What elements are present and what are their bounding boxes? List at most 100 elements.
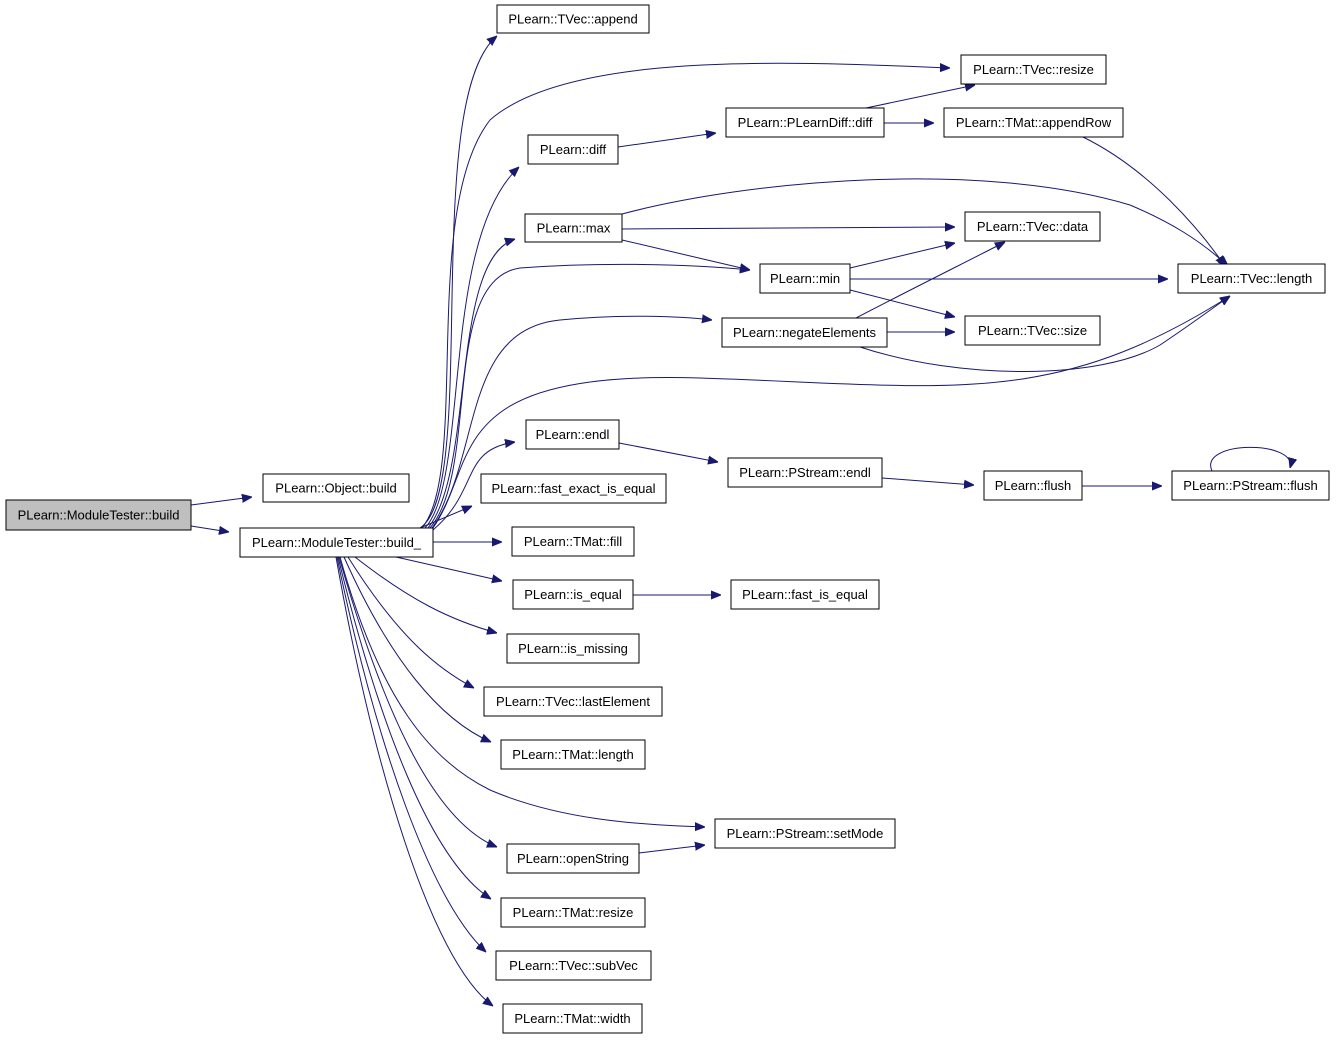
edge-negate-to-tvec_data (855, 242, 1005, 319)
node-pstream-setMode[interactable]: PLearn::PStream::setMode (714, 818, 896, 849)
node-box (496, 4, 650, 34)
edge-pldiff_diff-to-tvec_resize (865, 85, 975, 109)
node-is-equal[interactable]: PLearn::is_equal (512, 579, 634, 610)
node-box (239, 527, 434, 558)
edge-openString-to-pstream_setMode (638, 845, 705, 854)
node-pstream-flush[interactable]: PLearn::PStream::flush (1171, 470, 1330, 501)
edge-mt_build_-to-tvec_resize (421, 62, 950, 529)
node-label: PLearn::TMat::fill (524, 534, 622, 549)
node-tvec-data[interactable]: PLearn::TVec::data (964, 211, 1101, 242)
node-label: PLearn::ModuleTester::build (18, 508, 180, 523)
node-label: PLearn::TVec::subVec (509, 958, 638, 973)
node-tvec-length[interactable]: PLearn::TVec::length (1177, 263, 1326, 294)
node-label: PLearn::is_missing (518, 641, 628, 656)
edge-diff-to-pldiff_diff (617, 133, 716, 148)
node-box (527, 134, 619, 165)
node-label: PLearn::TVec::size (978, 323, 1087, 338)
node-box (983, 470, 1083, 501)
edge-mt_build_-to-openString (338, 556, 497, 847)
node-tmat-fill[interactable]: PLearn::TMat::fill (511, 526, 635, 557)
node-min[interactable]: PLearn::min (759, 263, 851, 294)
node-box (5, 499, 192, 531)
node-label: PLearn::TMat::appendRow (956, 115, 1112, 130)
node-box (495, 950, 652, 981)
node-label: PLearn::TVec::append (508, 12, 637, 27)
node-tmat-resize[interactable]: PLearn::TMat::resize (500, 897, 646, 928)
node-max[interactable]: PLearn::max (524, 213, 623, 243)
node-is-missing[interactable]: PLearn::is_missing (506, 633, 640, 664)
node-box (730, 579, 880, 610)
node-box (480, 473, 667, 504)
node-box (506, 633, 640, 664)
node-label: PLearn::openString (517, 851, 629, 866)
edge-endl-to-pstream_endl (618, 442, 718, 462)
node-label: PLearn::PStream::setMode (727, 826, 884, 841)
node-box (500, 897, 646, 928)
edge-negate-to-tvec_length (859, 296, 1230, 372)
node-tvec-last[interactable]: PLearn::TVec::lastElement (483, 686, 663, 717)
node-label: PLearn::TVec::lastElement (496, 694, 650, 709)
node-mt-build-[interactable]: PLearn::ModuleTester::build_ (239, 527, 434, 558)
node-fast-exact[interactable]: PLearn::fast_exact_is_equal (480, 473, 667, 504)
nodes-layer: PLearn::ModuleTester::build PLearn::Objec… (5, 4, 1330, 1034)
edge-mt_build_-to-diff (424, 167, 519, 529)
edge-mt_build-to-mt_build_ (190, 525, 229, 532)
node-tmat-width[interactable]: PLearn::TMat::width (502, 1003, 643, 1034)
node-label: PLearn::TVec::resize (973, 62, 1094, 77)
node-box (500, 739, 646, 770)
node-openString[interactable]: PLearn::openString (506, 843, 640, 874)
node-box (759, 263, 851, 294)
node-box (512, 579, 634, 610)
edge-mt_build_-to-tmat_width (335, 556, 493, 1006)
edge-mt_build_-to-tvec_subVec (336, 556, 486, 952)
node-tvec-resize[interactable]: PLearn::TVec::resize (960, 54, 1107, 85)
edge-max-to-min (621, 239, 750, 270)
edge-mt_build_-to-min (429, 263, 750, 529)
node-label: PLearn::TMat::length (512, 747, 633, 762)
node-pstream-endl[interactable]: PLearn::PStream::endl (727, 457, 883, 488)
edges-layer (190, 36, 1290, 1006)
node-mt-build[interactable]: PLearn::ModuleTester::build (5, 499, 192, 531)
node-obj-build[interactable]: PLearn::Object::build (262, 473, 410, 503)
node-label: PLearn::negateElements (733, 325, 877, 340)
node-box (964, 211, 1101, 242)
node-box (714, 818, 896, 849)
edge-mt_build_-to-tmat_resize (337, 556, 491, 899)
node-tvec-subVec[interactable]: PLearn::TVec::subVec (495, 950, 652, 981)
edge-mt_build_-to-is_equal (395, 556, 502, 581)
edge-tmat_appendRow-to-tvec_length (1082, 136, 1225, 266)
node-pldiff-diff[interactable]: PLearn::PLearnDiff::diff (725, 107, 885, 138)
node-diff[interactable]: PLearn::diff (527, 134, 619, 165)
node-label: PLearn::PStream::endl (739, 465, 871, 480)
node-tvec-size[interactable]: PLearn::TVec::size (964, 315, 1101, 346)
node-box (262, 473, 410, 503)
node-flush[interactable]: PLearn::flush (983, 470, 1083, 501)
node-box (511, 526, 635, 557)
node-label: PLearn::TVec::data (977, 219, 1089, 234)
edge-min-to-tvec_data (849, 243, 955, 269)
node-label: PLearn::PStream::flush (1183, 478, 1317, 493)
edge-mt_build-to-obj_build (190, 497, 252, 506)
node-label: PLearn::min (770, 271, 840, 286)
node-label: PLearn::fast_exact_is_equal (491, 481, 655, 496)
node-label: PLearn::endl (536, 427, 610, 442)
node-tvec-append[interactable]: PLearn::TVec::append (496, 4, 650, 34)
edge-max-to-tvec_data (621, 227, 955, 229)
node-label: PLearn::ModuleTester::build_ (252, 535, 422, 550)
edge-mt_build_-to-pstream_setMode (339, 556, 705, 827)
node-box (960, 54, 1107, 85)
node-label: PLearn::TMat::resize (513, 905, 634, 920)
node-label: PLearn::is_equal (524, 587, 622, 602)
node-fast-is-equal[interactable]: PLearn::fast_is_equal (730, 579, 880, 610)
node-label: PLearn::diff (540, 142, 607, 157)
node-tmat-appendRow[interactable]: PLearn::TMat::appendRow (943, 107, 1124, 138)
edge-max-to-tvec_length (621, 178, 1228, 266)
node-negate[interactable]: PLearn::negateElements (721, 317, 888, 348)
node-label: PLearn::PLearnDiff::diff (738, 115, 873, 130)
node-box (725, 107, 885, 138)
node-endl[interactable]: PLearn::endl (525, 419, 620, 450)
node-label: PLearn::fast_is_equal (742, 587, 868, 602)
node-box (502, 1003, 643, 1034)
node-tmat-length[interactable]: PLearn::TMat::length (500, 739, 646, 770)
